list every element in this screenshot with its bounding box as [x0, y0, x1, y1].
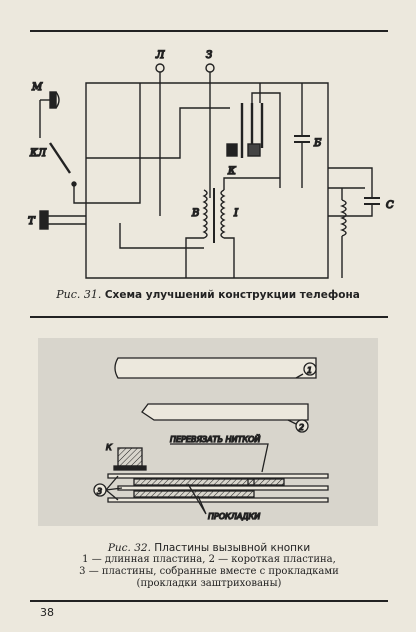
label-v: В — [191, 208, 199, 219]
switch-wire — [73, 83, 141, 204]
spacers-note: ПРОКЛАДКИ — [208, 512, 260, 521]
microphone-icon — [49, 91, 57, 109]
callout-3-leaders — [105, 475, 123, 501]
spring-block-icon — [247, 143, 261, 157]
label-l: Л — [155, 50, 165, 61]
label-t: Т — [28, 216, 36, 227]
label-z: З — [206, 50, 212, 61]
earpiece-icon — [39, 210, 49, 230]
figure-31-number: Рис. 31. — [56, 288, 102, 301]
assembled-plate-top — [107, 473, 329, 479]
callout-2-leader — [287, 419, 297, 425]
callout-2-circle — [295, 419, 309, 433]
button-k-base — [113, 465, 147, 471]
inner-wire-1 — [86, 107, 230, 159]
figure-31-title: Схема улучшений конструкции телефона — [104, 289, 360, 301]
tie-leader — [170, 443, 269, 473]
mic-cup — [55, 91, 60, 109]
inner-wire-2 — [119, 223, 204, 249]
spacers-leader — [187, 483, 207, 515]
label-m: М — [31, 82, 43, 93]
figure-32-legend-1: 1 — длинная пластина, 2 — короткая пласт… — [82, 554, 336, 565]
contact-wires — [251, 83, 281, 188]
assembled-plate-middle — [117, 485, 329, 491]
spacer-3 — [247, 478, 285, 486]
figure-32-panel: 1 2 К 3 ПЕРЕВЯЗАТЬ НИТКОЙ ПРОКЛАДКИ — [38, 338, 378, 526]
button-k-icon — [226, 143, 238, 157]
label-k: К — [106, 443, 112, 452]
tie-note: ПЕРЕВЯЗАТЬ НИТКОЙ — [170, 433, 260, 444]
label-k: К — [227, 166, 236, 177]
figure-32-number: Рис. 32. — [107, 542, 151, 554]
callout-1-leader — [295, 373, 304, 379]
label-s: С — [386, 200, 394, 211]
figure-31-caption: Рис. 31. Схема улучшений конструкции тел… — [0, 288, 416, 301]
label-b: Б — [313, 138, 322, 149]
middle-rule — [30, 316, 388, 318]
coil-wires — [185, 237, 235, 278]
callout-3-label: 3 — [97, 487, 102, 496]
page-number: 38 — [40, 606, 54, 619]
coil-top-wire — [223, 177, 280, 190]
bottom-rule — [30, 600, 388, 602]
outer-wire-loop — [85, 82, 329, 279]
figure-32-title: Пластины вызывной кнопки — [154, 542, 311, 554]
terminal-l — [155, 63, 165, 73]
telephone-circuit-diagram: М КЛ Т Л З К Б В I С — [27, 49, 395, 279]
terminal-z — [205, 63, 215, 73]
callout-2-label: 2 — [299, 423, 304, 432]
short-plate — [141, 403, 309, 421]
label-i: I — [233, 208, 239, 219]
button-k-icon — [117, 447, 143, 467]
callout-1-circle — [303, 362, 317, 376]
label-kl: КЛ — [29, 148, 47, 159]
switch-key — [49, 142, 71, 174]
long-plate — [114, 357, 317, 379]
figure-32-legend-3: (прокладки заштрихованы) — [136, 578, 282, 589]
assembled-plate-bottom — [107, 497, 329, 503]
cap-s-wire — [328, 167, 373, 198]
bell-coil — [340, 199, 347, 237]
figure-32-legend-2: 3 — пластины, собранные вместе с проклад… — [79, 566, 339, 577]
spacer-1 — [133, 478, 255, 486]
callout-1-label: 1 — [307, 366, 312, 375]
coil-i — [220, 189, 226, 239]
coil-v — [202, 189, 208, 239]
cap-s-wire-2 — [328, 204, 373, 217]
figure-32-caption: Рис. 32. Пластины вызывной кнопки 1 — дл… — [30, 542, 388, 590]
earpiece-wires — [48, 215, 86, 225]
top-rule — [30, 30, 388, 32]
button-plates-drawing: 1 2 К 3 ПЕРЕВЯЗАТЬ НИТКОЙ ПРОКЛАДКИ — [93, 357, 329, 522]
